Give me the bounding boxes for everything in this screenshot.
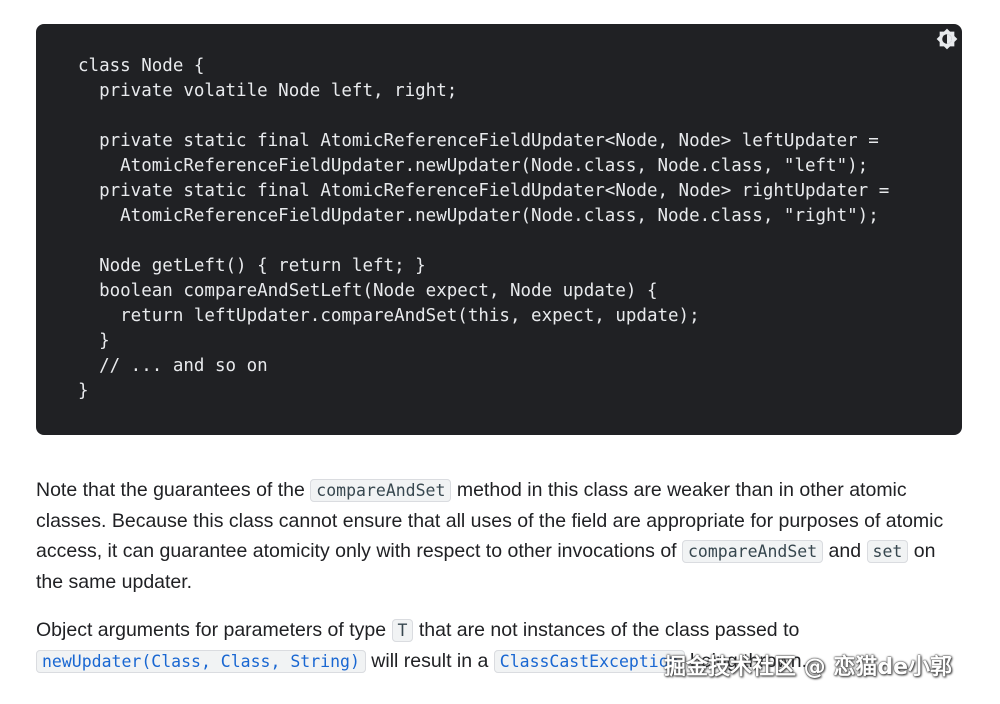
new-updater-link[interactable]: newUpdater(Class, Class, String) [36,650,366,673]
watermark: 掘金技术社区 @ 恋猫de小郭 [664,655,952,680]
text-segment: and [823,540,867,562]
code-set: set [866,540,909,563]
object-arguments-note: Object arguments for parameters of type … [36,615,966,677]
text-segment: method in this class are weaker than in … [36,479,944,562]
text-segment: being thrown. [684,650,808,672]
code-text: class Node { private volatile Node left,… [78,56,890,401]
class-cast-exception-link[interactable]: ClassCastException [493,650,685,673]
code-compare-and-set: compareAndSet [310,479,452,502]
code-block: class Node { private volatile Node left,… [36,24,962,435]
brightness-icon[interactable] [936,28,958,50]
text-segment: on the same updater. [36,540,936,593]
compare-and-set-note: Note that the guarantees of the compareA… [36,475,966,597]
code-type-t: T [391,619,414,642]
code-compare-and-set: compareAndSet [682,540,824,563]
text-segment: will result in a [365,650,494,672]
text-segment: that are not instances of the class pass… [413,619,800,641]
text-segment: Note that the guarantees of the [36,479,311,501]
text-segment: Object arguments for parameters of type [36,619,392,641]
